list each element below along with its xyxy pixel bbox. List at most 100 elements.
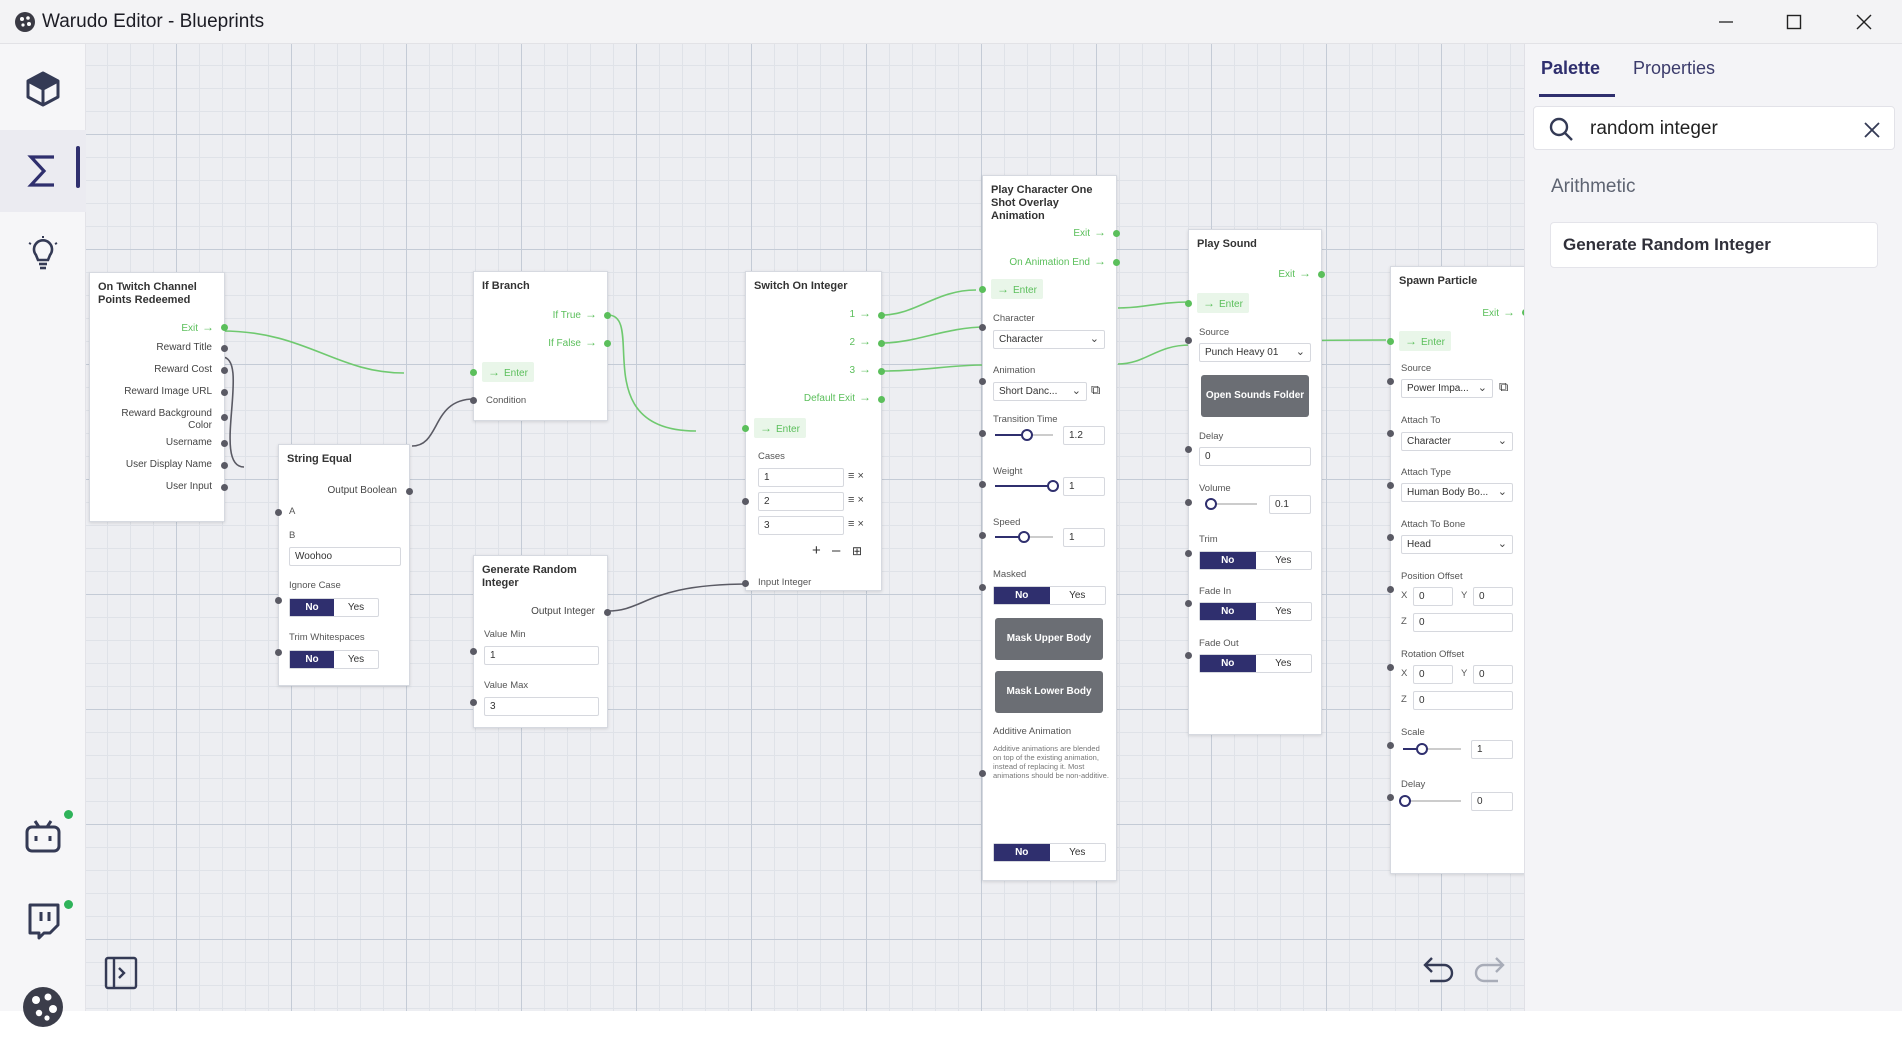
search-input[interactable]: random integer [1533, 106, 1895, 150]
weight-field[interactable]: 1 [1063, 477, 1105, 496]
no-option[interactable]: No [994, 587, 1050, 604]
source-select[interactable]: Punch Heavy 01⌄ [1199, 343, 1311, 362]
tab-properties[interactable]: Properties [1633, 58, 1716, 78]
input-pin[interactable] [742, 498, 749, 505]
output-pin[interactable] [406, 488, 413, 495]
node-twitch-redeemed[interactable]: On Twitch Channel Points Redeemed Exit→ … [89, 272, 228, 522]
undo-button[interactable] [1422, 952, 1456, 986]
mask-upper-body-button[interactable]: Mask Upper Body [995, 618, 1103, 660]
output-pin[interactable] [221, 462, 228, 469]
ignore-case-toggle[interactable]: No Yes [289, 598, 379, 617]
character-select[interactable]: Character⌄ [993, 330, 1105, 349]
speed-field[interactable]: 1 [1063, 528, 1105, 547]
position-x-field[interactable]: 0 [1413, 587, 1453, 606]
delay-slider[interactable] [1399, 795, 1461, 807]
attach-type-select[interactable]: Human Body Bo...⌄ [1401, 483, 1513, 502]
output-pin[interactable] [221, 367, 228, 374]
masked-toggle[interactable]: No Yes [993, 586, 1106, 605]
delay-field[interactable]: 0 [1471, 792, 1513, 811]
slider-knob[interactable] [1018, 531, 1030, 543]
input-pin[interactable] [470, 648, 477, 655]
yes-option[interactable]: Yes [347, 602, 365, 613]
delay-field[interactable]: 0 [1199, 447, 1311, 466]
value-max-field[interactable]: 3 [484, 697, 599, 716]
slider-knob[interactable] [1416, 743, 1429, 755]
exit-pin[interactable] [1522, 309, 1524, 316]
transition-time-slider[interactable] [995, 429, 1053, 441]
no-option[interactable]: No [1200, 603, 1256, 620]
slider-knob[interactable] [1399, 795, 1411, 807]
tab-palette[interactable]: Palette [1541, 58, 1601, 78]
condition-pin[interactable] [470, 397, 477, 404]
sidebar-item-warudo[interactable] [0, 966, 86, 1048]
input-pin[interactable] [979, 481, 986, 488]
blueprint-canvas[interactable]: On Twitch Channel Points Redeemed Exit→ … [86, 44, 1524, 1011]
input-pin[interactable] [275, 649, 282, 656]
clear-search-icon[interactable] [1864, 122, 1880, 138]
remove-case-icon[interactable]: × [857, 494, 864, 506]
input-pin[interactable] [979, 532, 986, 539]
volume-slider[interactable] [1205, 498, 1257, 510]
add-case-icon[interactable]: + [812, 542, 821, 559]
node-if-branch[interactable]: If Branch If True→ If False→ →Enter Cond… [470, 271, 611, 421]
case-field[interactable]: 3 [758, 516, 844, 535]
input-pin[interactable] [1387, 794, 1394, 801]
input-pin[interactable] [1185, 337, 1192, 344]
input-pin[interactable] [979, 584, 986, 591]
volume-field[interactable]: 0.1 [1269, 495, 1311, 514]
input-pin[interactable] [1387, 482, 1394, 489]
browse-animation-icon[interactable]: ⧉ [1091, 382, 1101, 397]
slider-knob[interactable] [1020, 429, 1033, 441]
enter-pin[interactable] [742, 425, 749, 432]
drag-handle-icon[interactable]: ≡ [848, 470, 855, 482]
mask-lower-body-button[interactable]: Mask Lower Body [995, 671, 1103, 713]
exit-pin[interactable] [221, 324, 228, 331]
default-exit-pin[interactable] [878, 396, 885, 403]
input-pin[interactable] [1387, 586, 1394, 593]
source-select[interactable]: Power Impa...⌄ [1401, 379, 1493, 398]
drag-handle-icon[interactable]: ≡ [848, 494, 855, 506]
input-pin[interactable] [1185, 446, 1192, 453]
input-pin[interactable] [275, 509, 282, 516]
enter-pin[interactable] [979, 286, 986, 293]
input-pin[interactable] [979, 378, 986, 385]
trim-toggle[interactable]: No Yes [1199, 551, 1312, 570]
no-option[interactable]: No [1200, 655, 1256, 672]
additive-toggle[interactable]: No Yes [993, 843, 1106, 862]
enter-pin[interactable] [470, 369, 477, 376]
node-play-sound[interactable]: Play Sound Exit→ →Enter Source Punch Hea… [1185, 229, 1325, 735]
attach-to-bone-select[interactable]: Head⌄ [1401, 535, 1513, 554]
sidebar-item-bilibili[interactable] [0, 796, 86, 878]
drag-handle-icon[interactable]: ≡ [848, 518, 855, 530]
no-option[interactable]: No [1200, 552, 1256, 569]
position-y-field[interactable]: 0 [1473, 587, 1513, 606]
yes-option[interactable]: Yes [1069, 847, 1086, 858]
node-switch-on-integer[interactable]: Switch On Integer 1→ 2→ 3→ Default Exit→… [742, 271, 885, 591]
sidebar-item-blueprints[interactable] [0, 130, 86, 212]
input-pin[interactable] [470, 699, 477, 706]
b-value-field[interactable]: Woohoo [289, 547, 401, 566]
sidebar-item-scene[interactable] [0, 48, 86, 130]
open-sounds-folder-button[interactable]: Open Sounds Folder [1201, 375, 1309, 417]
yes-option[interactable]: Yes [1069, 590, 1086, 601]
output-pin[interactable] [221, 440, 228, 447]
input-pin[interactable] [1185, 652, 1192, 659]
no-option[interactable]: No [290, 599, 334, 616]
palette-result-item[interactable]: Generate Random Integer [1550, 222, 1878, 268]
yes-option[interactable]: Yes [1275, 555, 1292, 566]
exit-pin[interactable] [1113, 230, 1120, 237]
input-pin[interactable] [979, 430, 986, 437]
grid-view-icon[interactable]: ⊞ [852, 544, 863, 558]
if-false-pin[interactable] [604, 340, 611, 347]
case-2-pin[interactable] [878, 340, 885, 347]
no-option[interactable]: No [994, 844, 1050, 861]
sidebar-item-tips[interactable] [0, 212, 86, 294]
output-pin[interactable] [221, 389, 228, 396]
scale-field[interactable]: 1 [1471, 740, 1513, 759]
input-pin[interactable] [275, 597, 282, 604]
input-integer-pin[interactable] [742, 580, 749, 587]
node-generate-random-integer[interactable]: Generate Random Integer Output Integer V… [470, 555, 611, 728]
search-value[interactable]: random integer [1590, 118, 1718, 139]
case-field[interactable]: 1 [758, 468, 844, 487]
case-3-pin[interactable] [878, 368, 885, 375]
